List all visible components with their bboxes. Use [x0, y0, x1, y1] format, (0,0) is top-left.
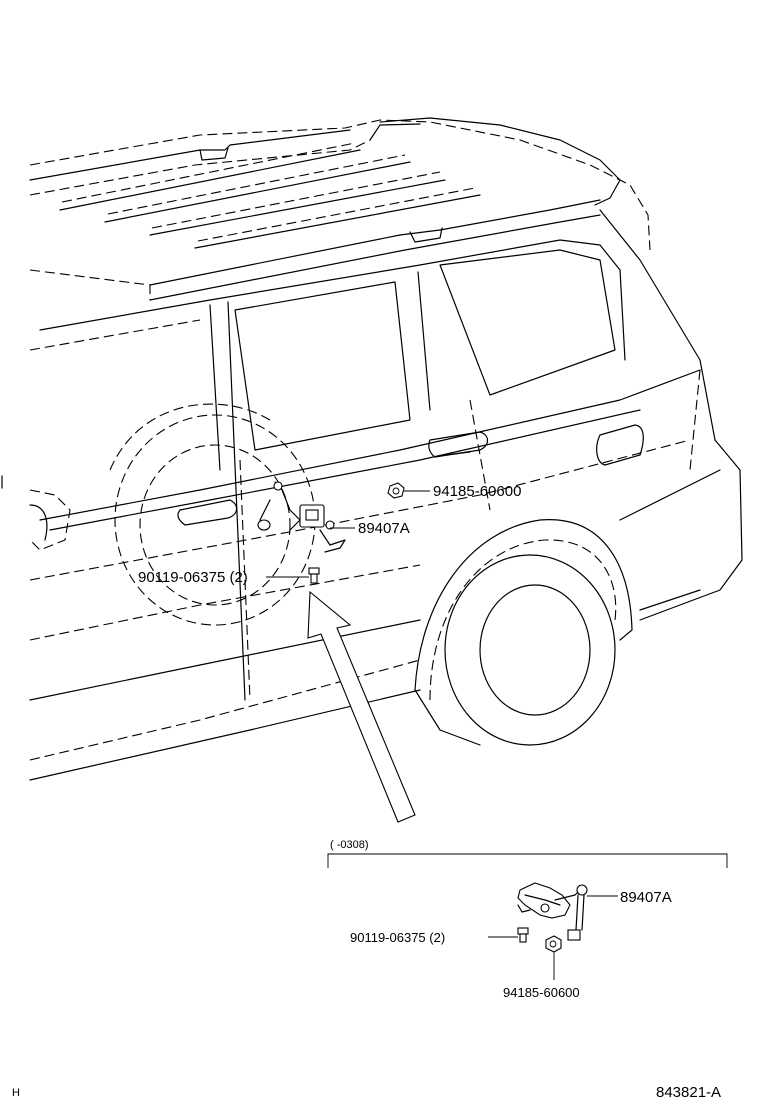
vehicle-outline [29, 117, 743, 781]
height-sensor-main [257, 481, 346, 553]
nut-inset [545, 935, 562, 953]
diagram-id: 843821-A [656, 1084, 721, 1101]
label-nut-inset: 94185-60600 [503, 985, 580, 1000]
bolt-inset [517, 927, 529, 943]
bolt-main [308, 567, 320, 584]
front-wheel-outline [109, 403, 316, 626]
inset-range-label: ( -0308) [330, 839, 369, 851]
view-arrow [307, 590, 416, 823]
label-bolt-main: 90119-06375 (2) [138, 569, 248, 586]
rear-wheel [414, 519, 633, 746]
label-sensor-inset: 89407A [620, 889, 672, 906]
height-sensor-inset [517, 882, 588, 941]
inset-frame [327, 853, 728, 868]
nut-main [387, 482, 405, 499]
label-bolt-inset: 90119-06375 (2) [350, 930, 445, 945]
label-nut-main: 94185-60600 [433, 483, 521, 500]
corner-letter: H [12, 1087, 20, 1099]
label-sensor-main: 89407A [358, 520, 410, 537]
